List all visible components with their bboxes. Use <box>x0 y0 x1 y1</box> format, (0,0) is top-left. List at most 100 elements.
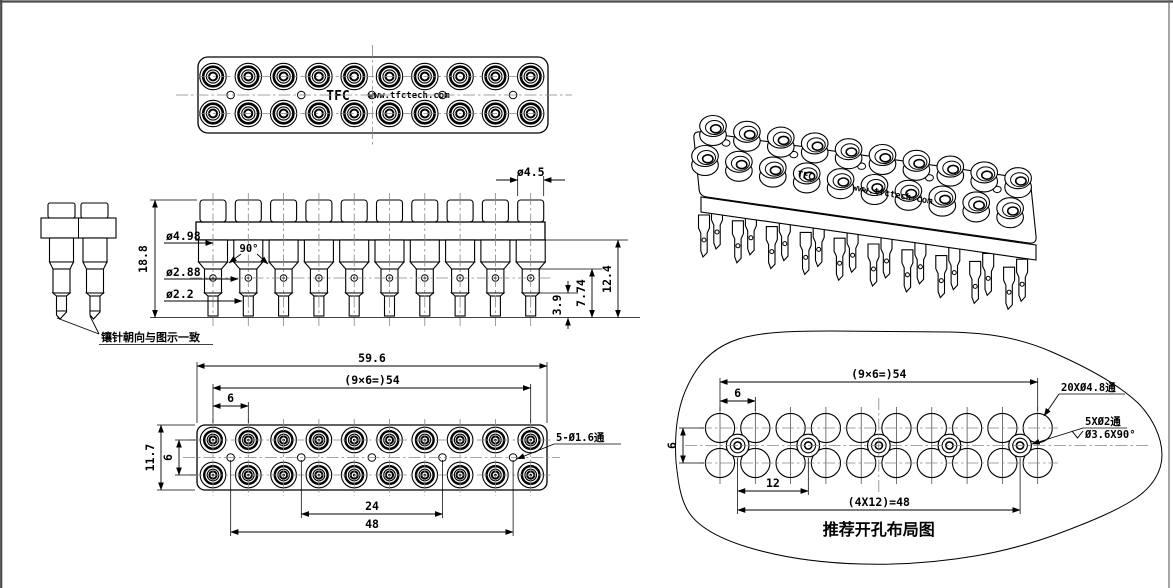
dim-barrel-dia: ø4.98 <box>166 229 201 243</box>
iso-pin <box>935 255 948 299</box>
iso-boss-bore-inner <box>980 170 993 180</box>
iso-boss-bore <box>738 125 758 141</box>
label-big-holes: 20XØ4.8通 <box>1061 382 1116 394</box>
iso-pin <box>914 241 927 285</box>
socket-hole-ring <box>375 99 404 128</box>
iso-pin <box>765 226 778 270</box>
dim-54: (9×6=)54 <box>344 373 399 387</box>
leader-thru-holes <box>516 443 555 460</box>
iso-pin <box>901 249 914 293</box>
iso-boss-bore-inner <box>735 159 748 170</box>
layout-title: 推荐开孔布局图 <box>823 520 935 539</box>
iso-boss-bore-inner <box>743 129 756 140</box>
iso-boss-bore-inner <box>803 171 816 181</box>
iso-pin <box>867 243 880 288</box>
iso-boss-bore-inner <box>905 188 918 199</box>
dim-48: (4X12)=48 <box>848 495 910 509</box>
isometric-view <box>691 114 1037 311</box>
iso-pin <box>731 220 744 264</box>
iso-boss-bore <box>866 179 886 194</box>
pin-taper <box>82 261 108 270</box>
iso-pin-hole <box>714 229 720 235</box>
leader-small-holes <box>1031 427 1084 445</box>
iso-boss-bore <box>840 143 860 159</box>
iso-body-front <box>700 196 1037 261</box>
iso-pin-hole <box>816 246 822 252</box>
iso-boss-bore-inner <box>701 154 714 164</box>
iso-boss-bore <box>968 196 988 212</box>
dim-3-9: 3.9 <box>550 295 564 316</box>
iso-pin-hole <box>701 237 707 243</box>
dim-7-74: 7.74 <box>574 279 588 307</box>
label-small-holes: 5XØ2通 <box>1085 416 1121 428</box>
iso-pin-hole <box>985 275 991 281</box>
iso-boss-bore <box>798 167 818 183</box>
iso-boss-bore <box>874 149 894 164</box>
pin-cap <box>47 202 76 219</box>
socket-hole-ring <box>455 108 466 119</box>
iso-pin-hole <box>769 249 775 255</box>
layout-view: (9×6=)54 6 6 12 (4X12)=48 20XØ4.8通 5XØ2通… <box>665 330 1163 565</box>
socket-hole-ring <box>272 102 295 125</box>
iso-boss-bore-inner <box>939 194 952 205</box>
dim-chamfer-angle: 90° <box>240 243 259 255</box>
iso-pin <box>880 235 893 280</box>
layout-hole-pattern <box>704 407 1053 484</box>
bottom-centerlines <box>212 419 532 496</box>
logo-watermark-3d: TFC <box>796 170 814 183</box>
iso-boss-bore <box>976 166 996 182</box>
iso-pin <box>846 229 859 274</box>
iso-pin-hole <box>735 243 741 249</box>
front-view: 18.8 ø4.98 90° ø2.88 ø2.2 ø4.5 3.9 7.74 … <box>136 165 640 329</box>
iso-boss-bore-inner <box>1006 206 1019 216</box>
iso-boss-bore <box>1010 172 1030 188</box>
iso-pin <box>982 252 995 297</box>
iso-boss-bore <box>764 161 784 177</box>
top-plan-view: TFC www.tfctech.com <box>176 45 572 147</box>
socket-hole-ring <box>237 102 260 125</box>
dim-mid-dia: ø2.88 <box>166 265 201 279</box>
pin-taper <box>48 261 75 270</box>
iso-pin-hole <box>837 260 843 266</box>
socket-hole-ring <box>237 65 260 88</box>
dim-18-8: 18.8 <box>136 245 150 273</box>
bottom-view: 59.6 (9×6=)54 6 11.7 6 24 48 5-Ø1.6通 <box>143 351 621 536</box>
label-thru-holes: 5-Ø1.6通 <box>556 432 605 444</box>
iso-boss-bore <box>832 173 852 189</box>
iso-boss-bore-inner <box>913 158 926 169</box>
iso-pin-hole <box>917 264 923 270</box>
dim-48: 48 <box>365 517 379 531</box>
url-watermark: www.tfctech.com <box>368 91 450 101</box>
iso-boss-bore-inner <box>871 183 884 193</box>
iso-boss-bore <box>900 184 920 200</box>
iso-pin <box>948 247 961 291</box>
iso-pin-hole <box>904 272 910 278</box>
panel-blob-outline <box>675 330 1163 565</box>
socket-hole-ring <box>375 62 404 91</box>
iso-pin-hole <box>871 266 876 272</box>
iso-pin-hole <box>884 258 889 264</box>
iso-boss-bore-inner <box>972 200 985 210</box>
dim-pitch: 6 <box>734 386 741 400</box>
iso-boss-bore-inner <box>837 177 850 187</box>
iso-pin <box>833 237 846 282</box>
dim-24: 24 <box>365 499 379 513</box>
countersink-icon <box>1071 430 1084 439</box>
pin-barrel <box>82 237 108 263</box>
pin-mid <box>85 268 105 294</box>
iso-boss-bore <box>697 150 716 165</box>
pin-chisel-tip <box>89 310 101 320</box>
dim-54: (9×6=)54 <box>851 367 906 381</box>
label-countersink: Ø3.6X90° <box>1084 429 1136 441</box>
iso-pin-hole <box>1019 281 1025 287</box>
dim-12-4: 12.4 <box>600 265 614 293</box>
socket-hole-ring <box>272 65 295 88</box>
iso-boss-bore-inner <box>709 124 722 134</box>
iso-pin <box>969 260 982 305</box>
iso-boss-bore-inner <box>1014 176 1027 186</box>
iso-boss-bore <box>806 137 826 153</box>
leader-angle-left <box>228 253 242 264</box>
pin-shaft <box>55 295 68 312</box>
pin-barrel <box>48 237 75 263</box>
